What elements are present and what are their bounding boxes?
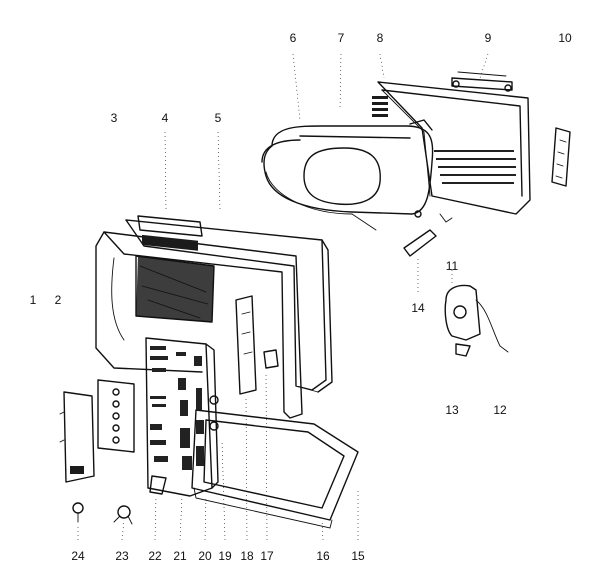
tube-band [261,139,377,231]
knobs [72,502,133,525]
callout-10: 10 [558,31,572,45]
callout-13: 13 [445,403,459,417]
rear-vent-grille [434,150,516,184]
mounting-strips [235,295,279,395]
callout-1: 1 [29,293,37,307]
callout-14: 14 [411,301,425,315]
front-cabinet [125,219,333,393]
callout-22: 22 [148,549,162,563]
callout-20: 20 [198,549,212,563]
leader-lines [77,53,489,541]
callout-23: 23 [115,549,129,563]
callout-5: 5 [214,111,222,125]
callout-9: 9 [484,31,492,45]
side-bracket [551,127,571,187]
base-plate [191,409,359,529]
speaker [444,284,509,357]
callout-7: 7 [337,31,345,45]
screen-frame [95,215,303,419]
callout-12: 12 [493,403,507,417]
callout-2: 2 [54,293,62,307]
rear-cabinet [372,81,531,215]
picture-tube [263,119,434,218]
callout-21: 21 [173,549,187,563]
callout-19: 19 [218,549,232,563]
rear-slots [372,96,388,117]
screen-glass [135,255,215,323]
callout-11: 11 [445,259,459,273]
callout-6: 6 [289,31,297,45]
callout-15: 15 [351,549,365,563]
callout-8: 8 [376,31,384,45]
top-handle-bracket [451,71,513,92]
callout-18: 18 [240,549,254,563]
side-panel [59,391,95,483]
chassis-board [145,337,219,497]
chassis-components [150,346,204,470]
callout-4: 4 [161,111,169,125]
callout-16: 16 [316,549,330,563]
control-panel [97,379,135,453]
small-bracket [403,213,453,257]
callout-24: 24 [71,549,85,563]
callout-3: 3 [110,111,118,125]
callout-17: 17 [260,549,274,563]
